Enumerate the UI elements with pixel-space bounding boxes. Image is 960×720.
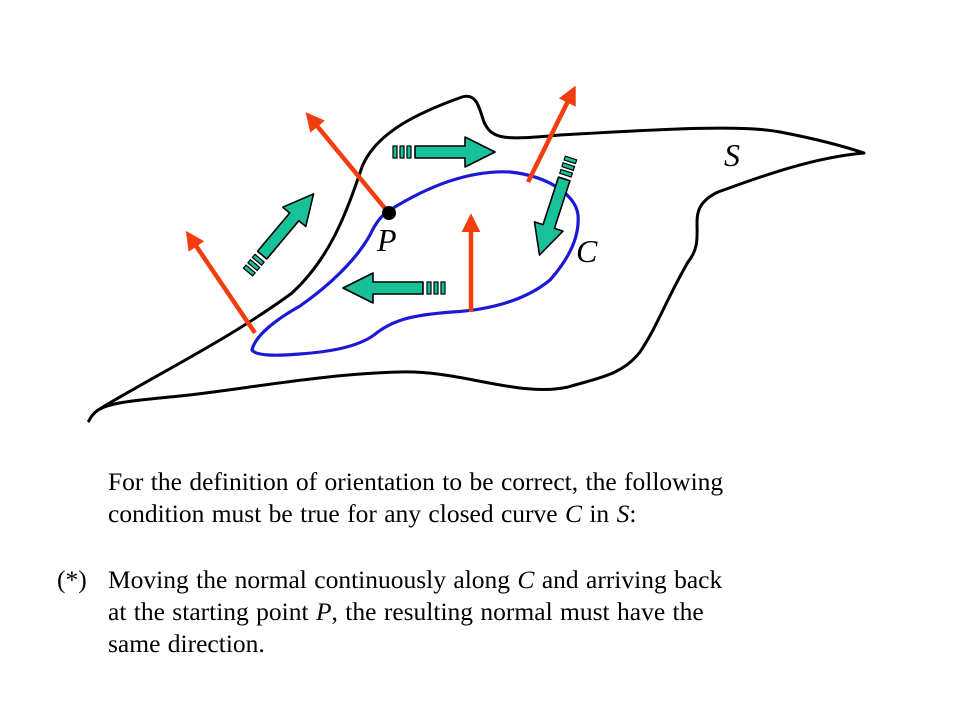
label-c: C [576,233,598,269]
intro-line-2-text: condition must be true for any closed cu… [108,499,565,528]
normal-vector-at-p [305,112,390,214]
statement-line-3: same direction. [108,629,265,658]
condition-statement-paragraph: Moving the normal continuously along C a… [108,564,928,660]
intro-surface-s: S [616,499,630,528]
motion-arrow-right-down [533,155,578,256]
statement-line-2: at the starting point P, the resulting n… [108,596,928,628]
statement-line-1: Moving the normal continuously along C a… [108,564,928,596]
label-p: P [376,222,397,258]
condition-marker: (*) [57,565,87,594]
normal-vector-left [185,230,257,335]
orientation-diagram: S C P [86,85,866,424]
statement-line-1-end: and arriving back [534,565,723,594]
surface-s-outline [86,94,866,424]
statement-line-2-text: at the starting point [108,597,316,626]
intro-line-2: condition must be true for any closed cu… [108,498,928,530]
motion-arrow-left-up [242,193,315,277]
intro-line-2-in: in [581,499,617,528]
intro-line-1: For the definition of orientation to be … [108,467,724,496]
motion-arrow-top [392,136,496,168]
statement-point-p: P [315,597,332,626]
point-p-dot [382,206,396,220]
label-s: S [724,137,740,173]
condition-intro-paragraph: For the definition of orientation to be … [108,466,928,530]
intro-colon: : [629,499,637,528]
statement-line-1-text: Moving the normal continuously along [108,565,518,594]
normal-vector-right [525,85,577,183]
closed-curve-c [250,170,580,357]
statement-line-2-end: , the resulting normal must have the [331,597,704,626]
statement-curve-c: C [517,565,535,594]
intro-curve-c: C [564,499,582,528]
motion-arrow-bottom [342,272,446,304]
